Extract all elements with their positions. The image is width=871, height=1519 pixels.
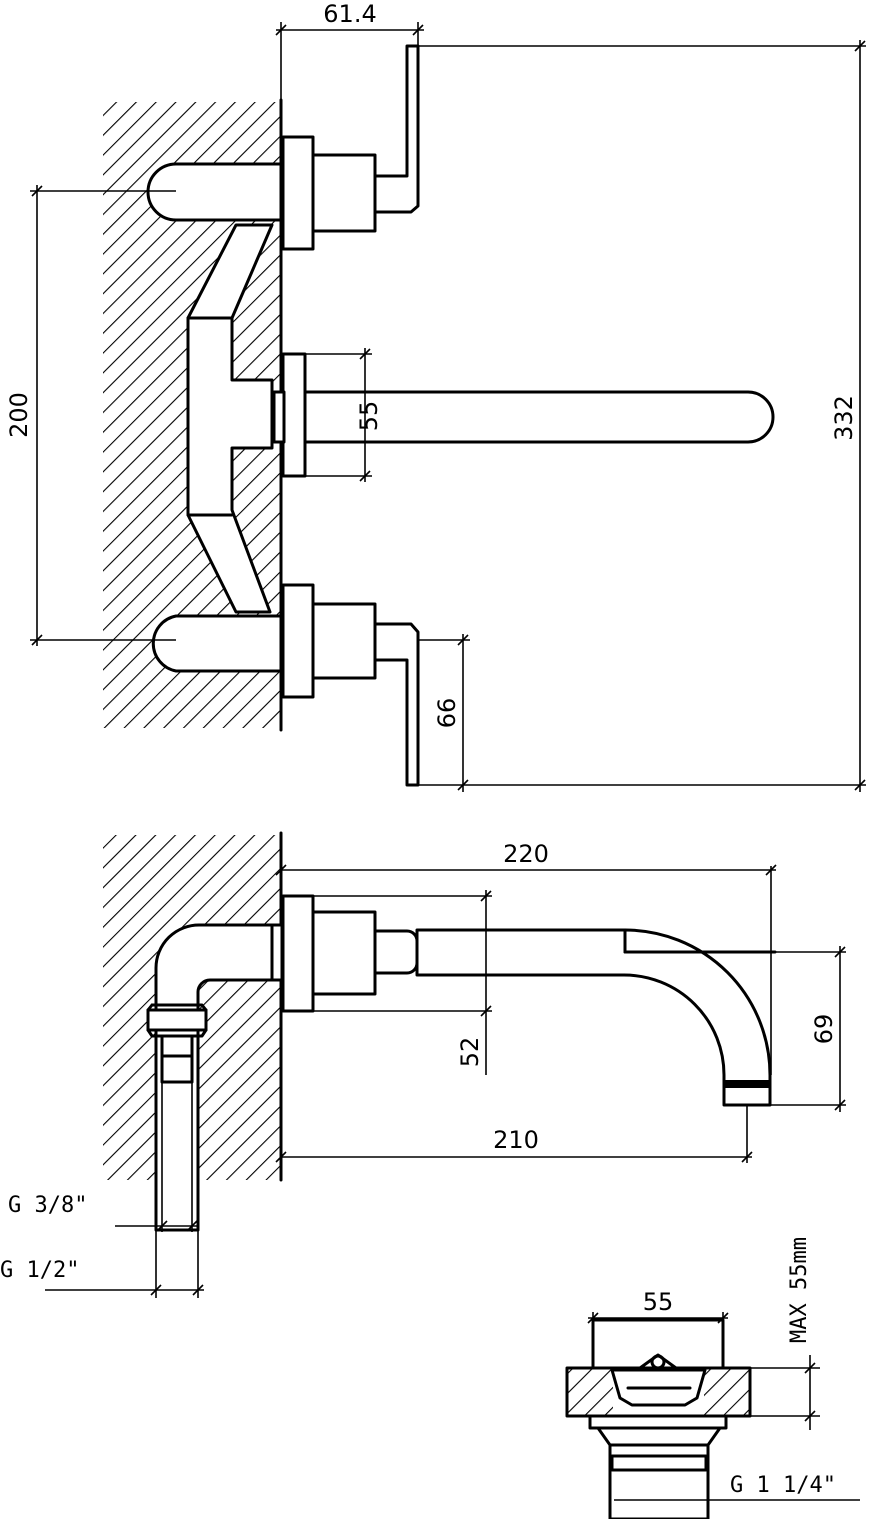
thread-callouts: G 3/8" G 1/2" bbox=[0, 1082, 204, 1298]
side-handle-knob bbox=[373, 929, 419, 975]
upper-rosette bbox=[281, 135, 315, 251]
dim-61-4: 61.4 bbox=[275, 0, 424, 100]
thread-label-drain: G 1 1/4" bbox=[730, 1473, 836, 1498]
dim-label-210: 210 bbox=[493, 1126, 539, 1154]
upper-handle-base bbox=[311, 153, 377, 233]
thread-label-small: G 3/8" bbox=[8, 1193, 87, 1218]
side-view: 220 52 69 210 bbox=[0, 831, 846, 1298]
lower-valve-cap bbox=[151, 614, 283, 673]
dim-69: 69 bbox=[770, 946, 846, 1112]
dim-label-max-55: MAX 55mm bbox=[787, 1237, 812, 1343]
dim-52: 52 bbox=[281, 890, 492, 1075]
dim-label-200: 200 bbox=[5, 392, 33, 438]
dim-label-332: 332 bbox=[830, 395, 858, 441]
dim-label-55-drain: 55 bbox=[643, 1288, 674, 1316]
dim-label-61-4: 61.4 bbox=[323, 0, 376, 28]
lower-handle-lever bbox=[373, 622, 420, 787]
hex-nut bbox=[146, 1008, 208, 1032]
upper-valve-cap bbox=[146, 162, 283, 222]
side-handle-base bbox=[311, 910, 377, 996]
drain-body bbox=[596, 1426, 722, 1519]
dim-label-66: 66 bbox=[433, 698, 461, 729]
drain-view: 55 MAX 55mm G 1 1/4" bbox=[565, 1237, 860, 1519]
dim-210: 210 bbox=[275, 1105, 753, 1163]
basin-section-left bbox=[567, 1368, 613, 1416]
inlet-elbow bbox=[154, 923, 274, 1232]
dim-label-52: 52 bbox=[456, 1037, 484, 1068]
side-rosette bbox=[281, 894, 315, 1013]
basin-section-right bbox=[704, 1368, 750, 1416]
inner-fitting bbox=[160, 1034, 194, 1084]
drain-flange bbox=[588, 1414, 728, 1430]
dim-label-220: 220 bbox=[503, 840, 549, 868]
spout-rosette bbox=[281, 352, 307, 478]
side-spout bbox=[415, 928, 772, 1107]
lower-rosette bbox=[281, 583, 315, 699]
dim-max-55: MAX 55mm bbox=[726, 1237, 820, 1430]
dim-200: 200 bbox=[5, 185, 176, 646]
spout-aerator bbox=[724, 1080, 770, 1088]
dim-55-rosette: 55 bbox=[305, 348, 383, 482]
dim-66: 66 bbox=[418, 634, 470, 792]
dim-label-69: 69 bbox=[810, 1014, 838, 1045]
upper-handle-lever bbox=[373, 44, 420, 214]
dim-55-drain: 55 bbox=[587, 1288, 729, 1330]
dim-label-55: 55 bbox=[355, 401, 383, 432]
spout-top bbox=[303, 390, 775, 444]
dim-332: 332 bbox=[418, 40, 866, 792]
lower-handle-base bbox=[311, 602, 377, 680]
top-view: 61.4 332 200 55 bbox=[5, 0, 866, 792]
thread-label-large: G 1/2" bbox=[0, 1258, 79, 1283]
dim-220: 220 bbox=[275, 840, 777, 1075]
